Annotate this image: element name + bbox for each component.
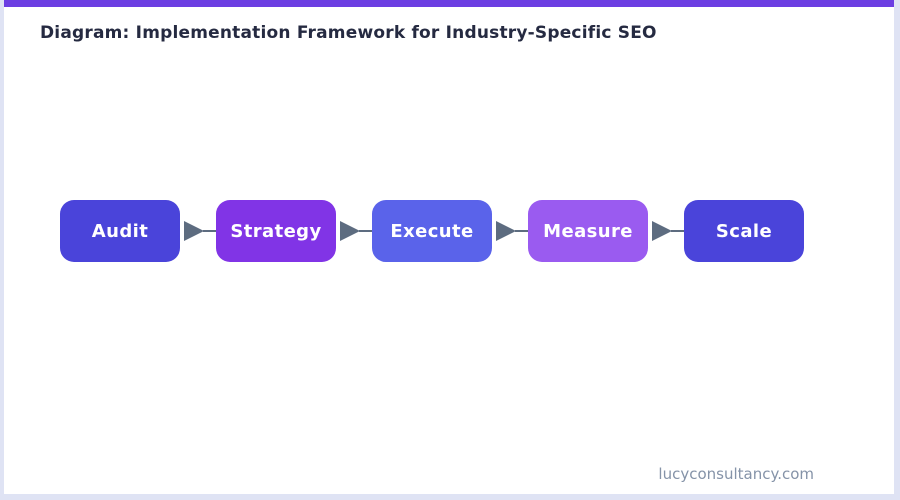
arrow-right-icon [340, 221, 372, 241]
step-strategy: Strategy [216, 200, 336, 262]
process-flow: Audit Strategy Execute Measure S [60, 200, 804, 262]
step-scale: Scale [684, 200, 804, 262]
step-scale-label: Scale [715, 220, 773, 242]
arrow-right-icon [652, 221, 684, 241]
footer-website: lucyconsultancy.com [658, 465, 814, 483]
arrow-right-icon [184, 221, 216, 241]
page-title: Diagram: Implementation Framework for In… [40, 23, 657, 43]
step-audit: Audit [60, 200, 180, 262]
step-strategy-label: Strategy [230, 220, 322, 242]
arrow-right-icon [496, 221, 528, 241]
step-audit-label: Audit [91, 220, 149, 242]
top-accent-bar [4, 0, 894, 7]
step-measure: Measure [528, 200, 648, 262]
step-execute: Execute [372, 200, 492, 262]
step-execute-label: Execute [390, 220, 474, 242]
step-measure-label: Measure [543, 220, 633, 242]
